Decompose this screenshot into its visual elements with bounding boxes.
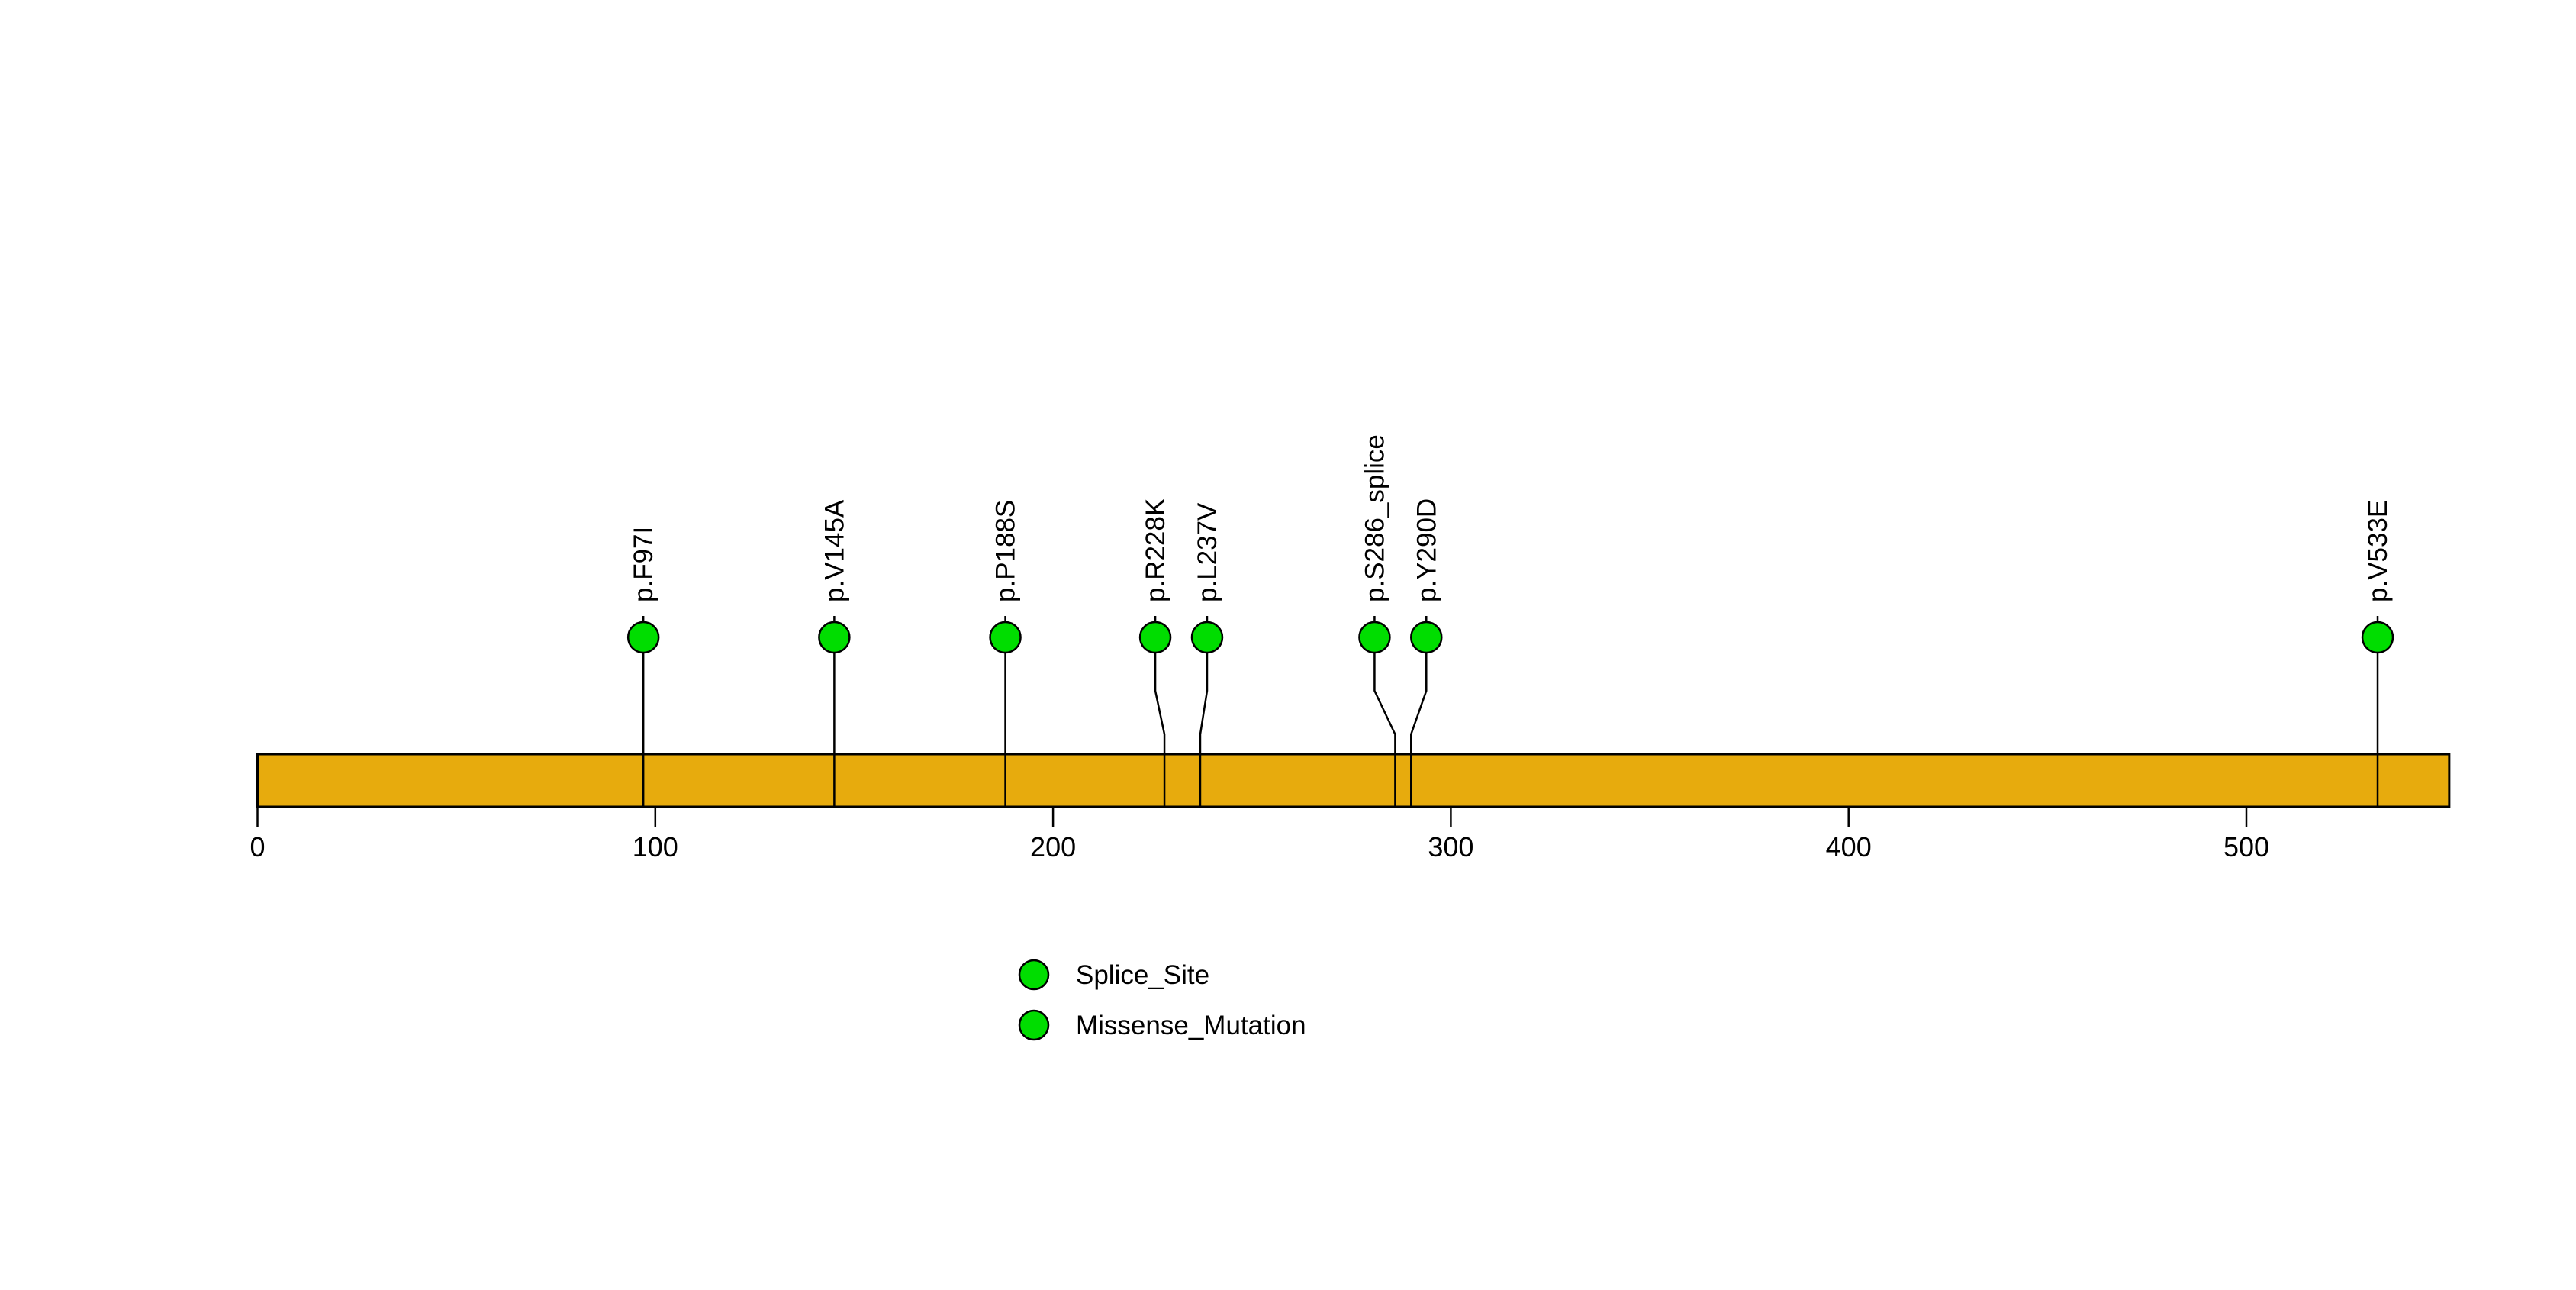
mutation-marker	[1138, 621, 1172, 654]
axis-tick-label: 400	[1826, 831, 1872, 863]
axis-tick-label: 500	[2223, 831, 2269, 863]
mutation-label: p.R228K	[1141, 498, 1170, 602]
axis-tick-label: 200	[1030, 831, 1076, 863]
legend-label: Splice_Site	[1076, 960, 1209, 990]
mutation-label: p.Y290D	[1412, 498, 1441, 602]
mutation-marker	[1358, 621, 1391, 654]
mutation-marker	[818, 621, 851, 654]
mutation-label: p.S286_splice	[1360, 434, 1389, 602]
mutation-marker	[1410, 621, 1443, 654]
mutation-label: p.F97I	[629, 527, 658, 602]
axis-tick-label: 0	[250, 831, 265, 863]
mutation-label: p.L237V	[1193, 502, 1222, 602]
mutation-label: p.V533E	[2363, 500, 2393, 602]
axis-tick-label: 100	[633, 831, 678, 863]
protein-bar-group	[256, 753, 2451, 808]
mutation-labels: p.F97I p.V145A p.P188S p.R228K p.L237V p.S286…	[629, 434, 2393, 602]
legend-marker	[1018, 1009, 1050, 1041]
x-axis: 0 100 200 300 400 500	[250, 807, 2269, 863]
mutation-marker	[2361, 621, 2394, 654]
axis-tick-label: 300	[1428, 831, 1473, 863]
legend-marker	[1018, 959, 1050, 991]
mutation-marker	[626, 621, 660, 654]
mutation-marker	[1190, 621, 1224, 654]
mutation-label: p.V145A	[819, 499, 849, 602]
protein-bar	[256, 753, 2451, 808]
legend-label: Missense_Mutation	[1076, 1011, 1306, 1040]
lollipop-markers	[626, 621, 2394, 654]
mutation-label: p.P188S	[991, 500, 1021, 602]
mutation-marker	[989, 621, 1022, 654]
